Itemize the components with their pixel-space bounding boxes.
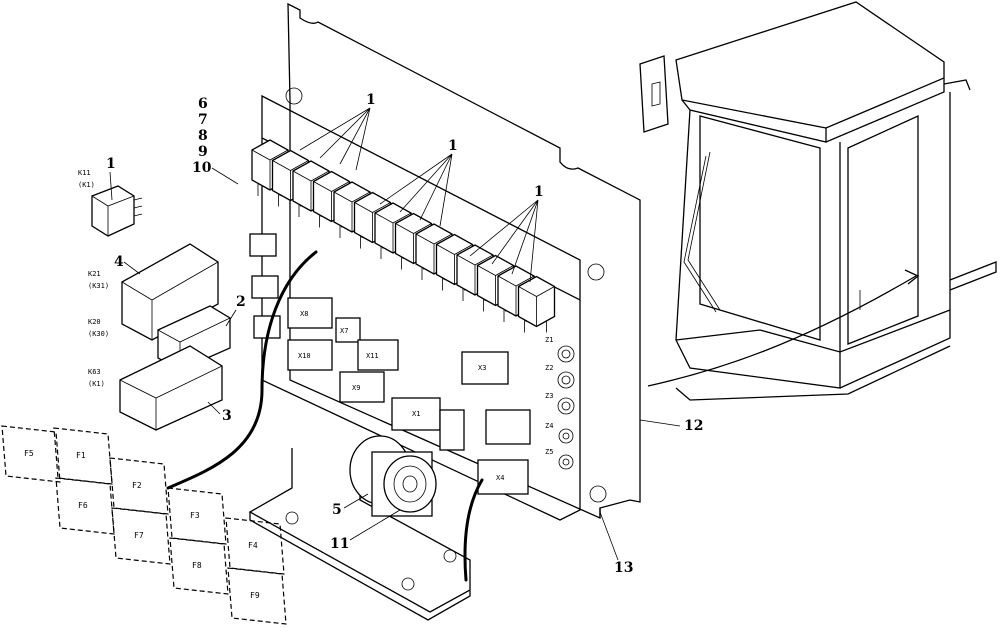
fuse-label: F6 [78,501,88,510]
operator-cab [639,1,997,401]
callout-3: 3 [222,408,232,424]
stud-column [557,345,575,470]
label-k21-sub: (K31) [88,282,109,290]
connector-x8-label: X8 [300,310,308,318]
callout-7: 7 [198,112,208,128]
connector-x10 [287,339,333,371]
stud-z4-label: Z4 [545,422,553,430]
connector-x4 [477,459,529,495]
fuse-slot: F3 [167,487,227,545]
connector-x3 [461,351,509,385]
stud-z5-label: Z5 [545,448,553,456]
connector-x9 [339,371,385,403]
loose-relay-1 [91,185,143,237]
stud-z2-label: Z2 [545,364,553,372]
side-socket-2 [251,275,279,299]
stud-z1-label: Z1 [545,336,553,344]
connector-x9-label: X9 [352,384,360,392]
label-k63: K63 [88,368,101,376]
callout-4: 4 [114,254,124,270]
callout-1-right: 1 [534,184,544,200]
fuse-slot: F1 [53,427,113,485]
fuse-slot: F8 [169,537,229,595]
relay-board: X8 X10 X7 X9 X11 X1 X3 X4 Z1 Z2 Z3 Z4 [249,94,581,521]
fuse-slot: F7 [111,507,171,565]
round-component [349,435,437,517]
fuse-label: F3 [190,511,200,520]
connector-x7-label: X7 [340,327,348,335]
connector-x1 [391,397,441,431]
label-k11-sub: (K1) [78,181,95,189]
connector-x4-label: X4 [496,474,504,482]
connector-x3-label: X3 [478,364,486,372]
connector-x11-label: X11 [366,352,379,360]
wires [166,250,920,582]
fuse-label: F1 [76,451,86,460]
callout-11: 11 [330,536,349,552]
connector-block-small [439,409,465,451]
label-k20-sub: (K30) [88,330,109,338]
callout-9: 9 [198,144,208,160]
fuse-slot: F5 [1,425,61,483]
callout-1-loose: 1 [106,156,116,172]
label-k21: K21 [88,270,101,278]
fuse-label: F2 [132,481,142,490]
callout-10: 10 [192,160,212,176]
board-relay [517,275,556,333]
fuse-label: F7 [134,531,144,540]
connector-x7 [335,317,361,343]
fuse-label: F4 [248,541,258,550]
label-k11: K11 [78,169,91,177]
connector-block-right [485,409,531,445]
fuse-slot: F2 [109,457,169,515]
callout-2: 2 [236,294,246,310]
fuse-slot: F4 [225,517,285,575]
callout-5: 5 [332,502,342,518]
callout-1-top: 1 [366,92,376,108]
relay-3 [119,345,223,431]
fuse-slot: F6 [55,477,115,535]
fuse-label: F9 [250,591,260,600]
label-k63-sub: (K1) [88,380,105,388]
callout-1-mid: 1 [448,138,458,154]
connector-x10-label: X10 [298,352,311,360]
relay-row [251,139,556,333]
callout-8: 8 [198,128,208,144]
callout-6: 6 [198,96,208,112]
label-k20: K20 [88,318,101,326]
fuse-slot: F9 [227,567,287,625]
stud-z3-label: Z3 [545,392,553,400]
side-socket-1 [249,233,277,257]
connector-x11 [357,339,399,371]
callout-12: 12 [684,418,703,434]
callouts: 1 1 1 1 6 7 8 9 10 4 2 3 5 11 12 13 [106,92,703,576]
connector-x8 [287,297,333,329]
fuse-label: F8 [192,561,202,570]
connector-x1-label: X1 [412,410,420,418]
fuse-label: F5 [24,449,34,458]
mounting-plate [285,2,641,520]
callout-13: 13 [614,560,633,576]
